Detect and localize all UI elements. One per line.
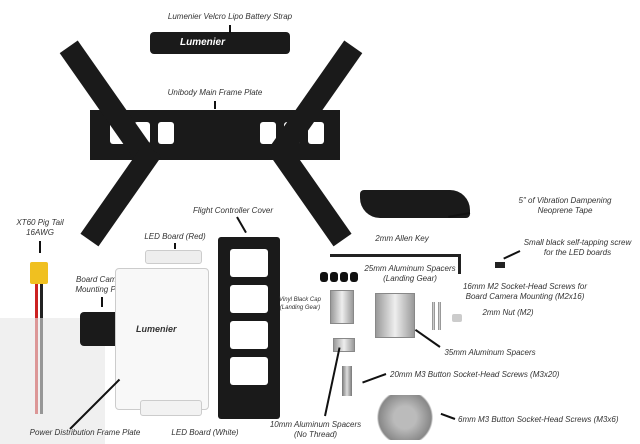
- camera-plate-label-line1: Board Camera: [75, 275, 129, 284]
- xt60-label: XT60 Pig Tail 16AWG: [10, 218, 70, 238]
- fc-cover-label: Flight Controller Cover: [192, 206, 274, 215]
- spacers-10mm: [333, 338, 355, 352]
- xt60-label-line2: 16AWG: [26, 228, 54, 237]
- spacer25-label-line1: 25mm Aluminum Spacers: [364, 264, 456, 273]
- self-tap-label-line2: for the LED boards: [543, 248, 612, 257]
- m3x6-label: 6mm M3 Button Socket-Head Screws (M3x6): [458, 415, 619, 424]
- vibration-tape-label-line1: 5" of Vibration Dampening: [518, 196, 612, 205]
- vinyl-cap-label-line1: Vinyl Black Cap: [279, 297, 321, 303]
- arrow: [229, 25, 231, 33]
- camera-mounting-plate: [80, 312, 120, 346]
- camera-plate-label: Board Camera Mounting Plate: [72, 275, 132, 295]
- brand-logo: Lumenier: [180, 37, 226, 48]
- spacer10-label: 10mm Aluminum Spacers (No Thread): [268, 420, 363, 440]
- vibration-tape-label: 5" of Vibration Dampening Neoprene Tape: [505, 196, 625, 216]
- m2-nuts: [452, 314, 462, 322]
- m2-nut-label: 2mm Nut (M2): [482, 308, 534, 317]
- vibration-tape: [360, 190, 470, 218]
- m3x6-screws: [375, 395, 435, 440]
- led-white-label: LED Board (White): [171, 428, 239, 437]
- camera-plate-label-line2: Mounting Plate: [75, 285, 129, 294]
- spacer25-label-line2: (Landing Gear): [383, 274, 437, 283]
- battery-strap-label: Lumenier Velcro Lipo Battery Strap: [167, 12, 293, 21]
- vibration-tape-label-line2: Neoprene Tape: [537, 206, 593, 215]
- vinyl-cap-label: Vinyl Black Cap (Landing Gear): [275, 296, 325, 312]
- m2-screw-2: [438, 302, 441, 330]
- pdb-brand-logo: Lumenier: [136, 324, 177, 334]
- arrow: [414, 328, 441, 348]
- self-tap-label: Small black self-tapping screw for the L…: [520, 238, 635, 258]
- xt60-connector: [30, 262, 48, 284]
- m3x20-screws: [342, 366, 352, 396]
- power-distribution-plate: Lumenier: [115, 268, 209, 410]
- spacer35-label: 35mm Aluminum Spacers: [444, 348, 536, 357]
- arrow: [324, 347, 341, 417]
- allen-key: [330, 254, 460, 257]
- spacers-25mm: [330, 290, 354, 324]
- self-tap-screws: [495, 262, 505, 268]
- vinyl-caps: [320, 272, 360, 282]
- flight-controller-cover: [218, 237, 280, 419]
- spacer10-label-line2: (No Thread): [293, 430, 338, 439]
- m2-screws: [432, 302, 435, 330]
- led-board-white: [140, 400, 202, 416]
- m2-screw-label: 16mm M2 Socket-Head Screws for Board Cam…: [460, 282, 590, 302]
- m2-screw-label-line1: 16mm M2 Socket-Head Screws for: [462, 282, 588, 291]
- main-frame-label: Unibody Main Frame Plate: [167, 88, 263, 97]
- self-tap-label-line1: Small black self-tapping screw: [523, 238, 632, 247]
- arrow: [214, 101, 216, 109]
- spacer10-label-line1: 10mm Aluminum Spacers: [269, 420, 362, 429]
- arrow: [39, 241, 41, 253]
- allen-key-label: 2mm Allen Key: [375, 234, 429, 243]
- xt60-label-line1: XT60 Pig Tail: [16, 218, 64, 227]
- allen-key-bend: [458, 254, 461, 274]
- m2-screw-label-line2: Board Camera Mounting (M2x16): [465, 292, 585, 301]
- m3x20-label: 20mm M3 Button Socket-Head Screws (M3x20…: [390, 370, 560, 379]
- led-board-red: [145, 250, 202, 264]
- spacer25-label: 25mm Aluminum Spacers (Landing Gear): [360, 264, 460, 284]
- pdb-plate-label: Power Distribution Frame Plate: [29, 428, 141, 437]
- spacers-35mm: [375, 293, 415, 338]
- vinyl-cap-label-line2: (Landing Gear): [279, 305, 321, 311]
- arrow: [236, 216, 247, 234]
- battery-strap: Lumenier: [150, 32, 290, 54]
- arrow: [503, 250, 521, 260]
- arrow: [174, 243, 176, 249]
- led-red-label: LED Board (Red): [144, 232, 206, 241]
- arrow: [362, 373, 387, 384]
- arrow: [440, 412, 456, 420]
- arrow: [101, 297, 103, 307]
